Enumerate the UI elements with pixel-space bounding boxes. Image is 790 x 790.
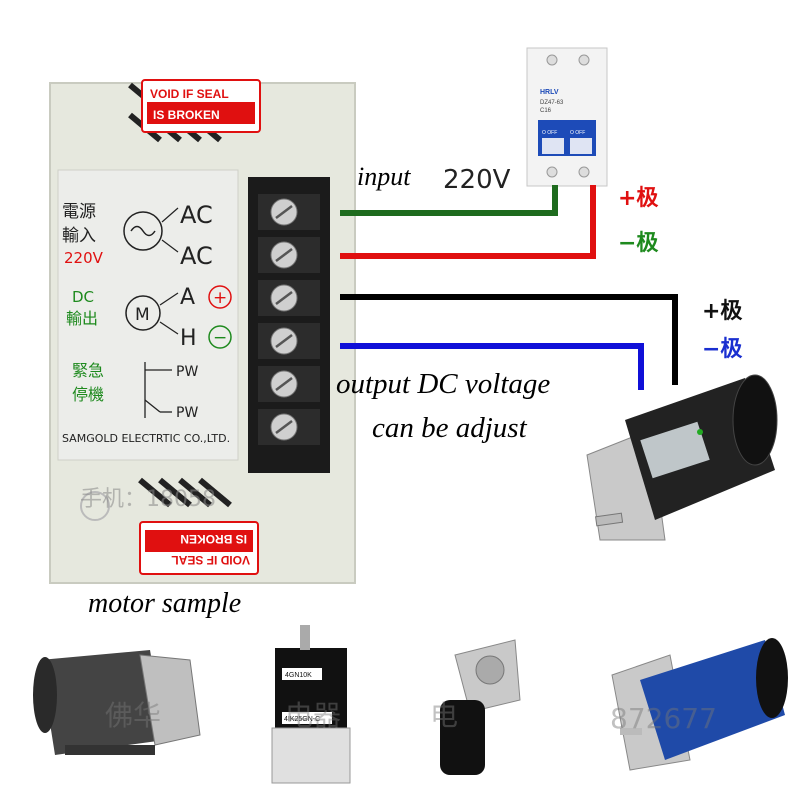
sample-motor-1-base [65, 745, 155, 755]
motor-end-cap [732, 374, 778, 466]
bottom-vents [138, 477, 232, 508]
minus-sign: − [213, 328, 227, 348]
sample-motor-2-body [271, 727, 351, 784]
sample-motor-3-gear [475, 655, 505, 685]
terminal-block [248, 177, 330, 473]
dc-motor-main [586, 374, 778, 541]
brand-label: SAMGOLD ELECTRTIC CO.,LTD. [62, 432, 230, 445]
breaker-off-2: O OFF [570, 130, 585, 136]
estop-label-1: 緊急 [72, 361, 104, 380]
power-input-label-2: 輸入 [62, 226, 96, 246]
sample-motor-1 [33, 650, 201, 755]
input-voltage: 220V [443, 165, 511, 195]
watermark-4: 872677 [610, 702, 717, 735]
wire-green-input [340, 185, 558, 216]
motor-symbol-icon [125, 295, 161, 331]
sample-motor-1-body [40, 650, 165, 755]
motor-nameplate [640, 421, 710, 479]
estop-label-2: 停機 [72, 385, 104, 404]
a-terminal-label: A [180, 285, 195, 310]
estop-switch-icon [144, 362, 172, 418]
motor-indicator [697, 429, 703, 435]
sample-motor-1-flange [139, 654, 201, 746]
breaker-brand: HRLV [540, 89, 559, 96]
wire-black-output [340, 294, 678, 385]
sample-motor-2-model: 4IK25GN-C [284, 716, 320, 723]
h-terminal-label: H [180, 326, 197, 351]
sample-motor-2-label: 4GN10K [285, 672, 312, 679]
ac-label-2: AC [180, 242, 213, 270]
sample-motor-4-endcap [756, 638, 788, 718]
terminal-screw-slot-4 [275, 334, 293, 348]
wire-red-input [340, 185, 596, 259]
seal-sticker-top: VOID IF SEAL IS BROKEN [141, 79, 261, 133]
ac-label-1: AC [180, 201, 213, 229]
circuit-breaker: HRLV DZ47-63 C16 O OFF O OFF [526, 47, 608, 187]
sample-motor-2-shaft [300, 625, 310, 650]
controller-label-plate [57, 169, 239, 461]
phone-watermark: 手机：18058 [80, 487, 216, 512]
pw-label-2: PW [176, 405, 198, 421]
power-input-voltage: 220V [64, 249, 104, 267]
seal-bottom-line-1: VOID IF SEAL [171, 553, 250, 567]
watermark-2: 电器 [285, 699, 341, 732]
motor-sample-caption: motor sample [88, 588, 241, 619]
terminal-screw-slot-1 [275, 205, 293, 219]
motor-shaft [595, 512, 624, 527]
output-caption-line-2: can be adjust [372, 412, 528, 444]
minus-circle-icon [208, 325, 232, 349]
seal-bottom-line-2: IS BROKEN [180, 532, 247, 546]
wire-blue-output [340, 343, 644, 390]
input-plus-pole: +极 [618, 186, 659, 211]
watermark-1: 佛华 [105, 699, 161, 732]
sample-motor-2-label-plate [282, 668, 322, 680]
wires [340, 185, 678, 390]
sample-motor-2: 4GN10K 4IK25GN-C [271, 625, 351, 784]
breaker-model: DZ47-63 [540, 100, 564, 106]
terminal-screw-slot-3 [275, 291, 293, 305]
sample-motor-4 [611, 638, 788, 771]
dc-output-label-2: 輸出 [66, 309, 98, 328]
power-input-label-1: 電源 [62, 202, 96, 222]
breaker-body [526, 47, 608, 187]
terminal-screw-slot-2 [275, 248, 293, 262]
output-caption-line-1: output DC voltage [336, 368, 550, 400]
seal-top-line-2: IS BROKEN [153, 108, 220, 122]
input-minus-pole: −极 [618, 231, 659, 256]
breaker-off-1: O OFF [542, 130, 557, 136]
motor-symbol-letter: M [135, 305, 150, 325]
breaker-toggle-2 [570, 138, 592, 154]
sample-motor-3-body [440, 700, 485, 775]
sample-motor-4-shaft [620, 728, 642, 735]
potentiometer-knob [80, 491, 110, 521]
seal-sticker-bottom: VOID IF SEAL IS BROKEN [139, 521, 259, 575]
sample-motor-1-endcap [33, 657, 57, 733]
speed-controller: VOID IF SEAL IS BROKEN VOID IF SEAL IS B… [49, 79, 356, 584]
output-minus-pole: −极 [702, 337, 743, 362]
output-plus-pole: +极 [702, 299, 743, 324]
seal-top-line-1: VOID IF SEAL [150, 87, 229, 101]
plus-sign: + [213, 288, 227, 308]
dc-output-label-1: DC [72, 288, 94, 306]
breaker-rating: C16 [540, 108, 552, 114]
breaker-toggle-1 [542, 138, 564, 154]
terminal-screw-slot-5 [275, 377, 293, 391]
terminal-screw-slot-6 [275, 420, 293, 434]
ac-source-icon [123, 211, 163, 251]
pw-label-1: PW [176, 364, 198, 380]
plus-circle-icon [208, 285, 232, 309]
sample-motor-2-model-plate [282, 712, 332, 724]
sample-motor-4-body [640, 640, 785, 760]
input-word: input [357, 162, 411, 191]
sample-motor-3 [440, 639, 521, 775]
watermark-3: 电 [430, 699, 458, 732]
sine-wave-icon [130, 225, 156, 237]
